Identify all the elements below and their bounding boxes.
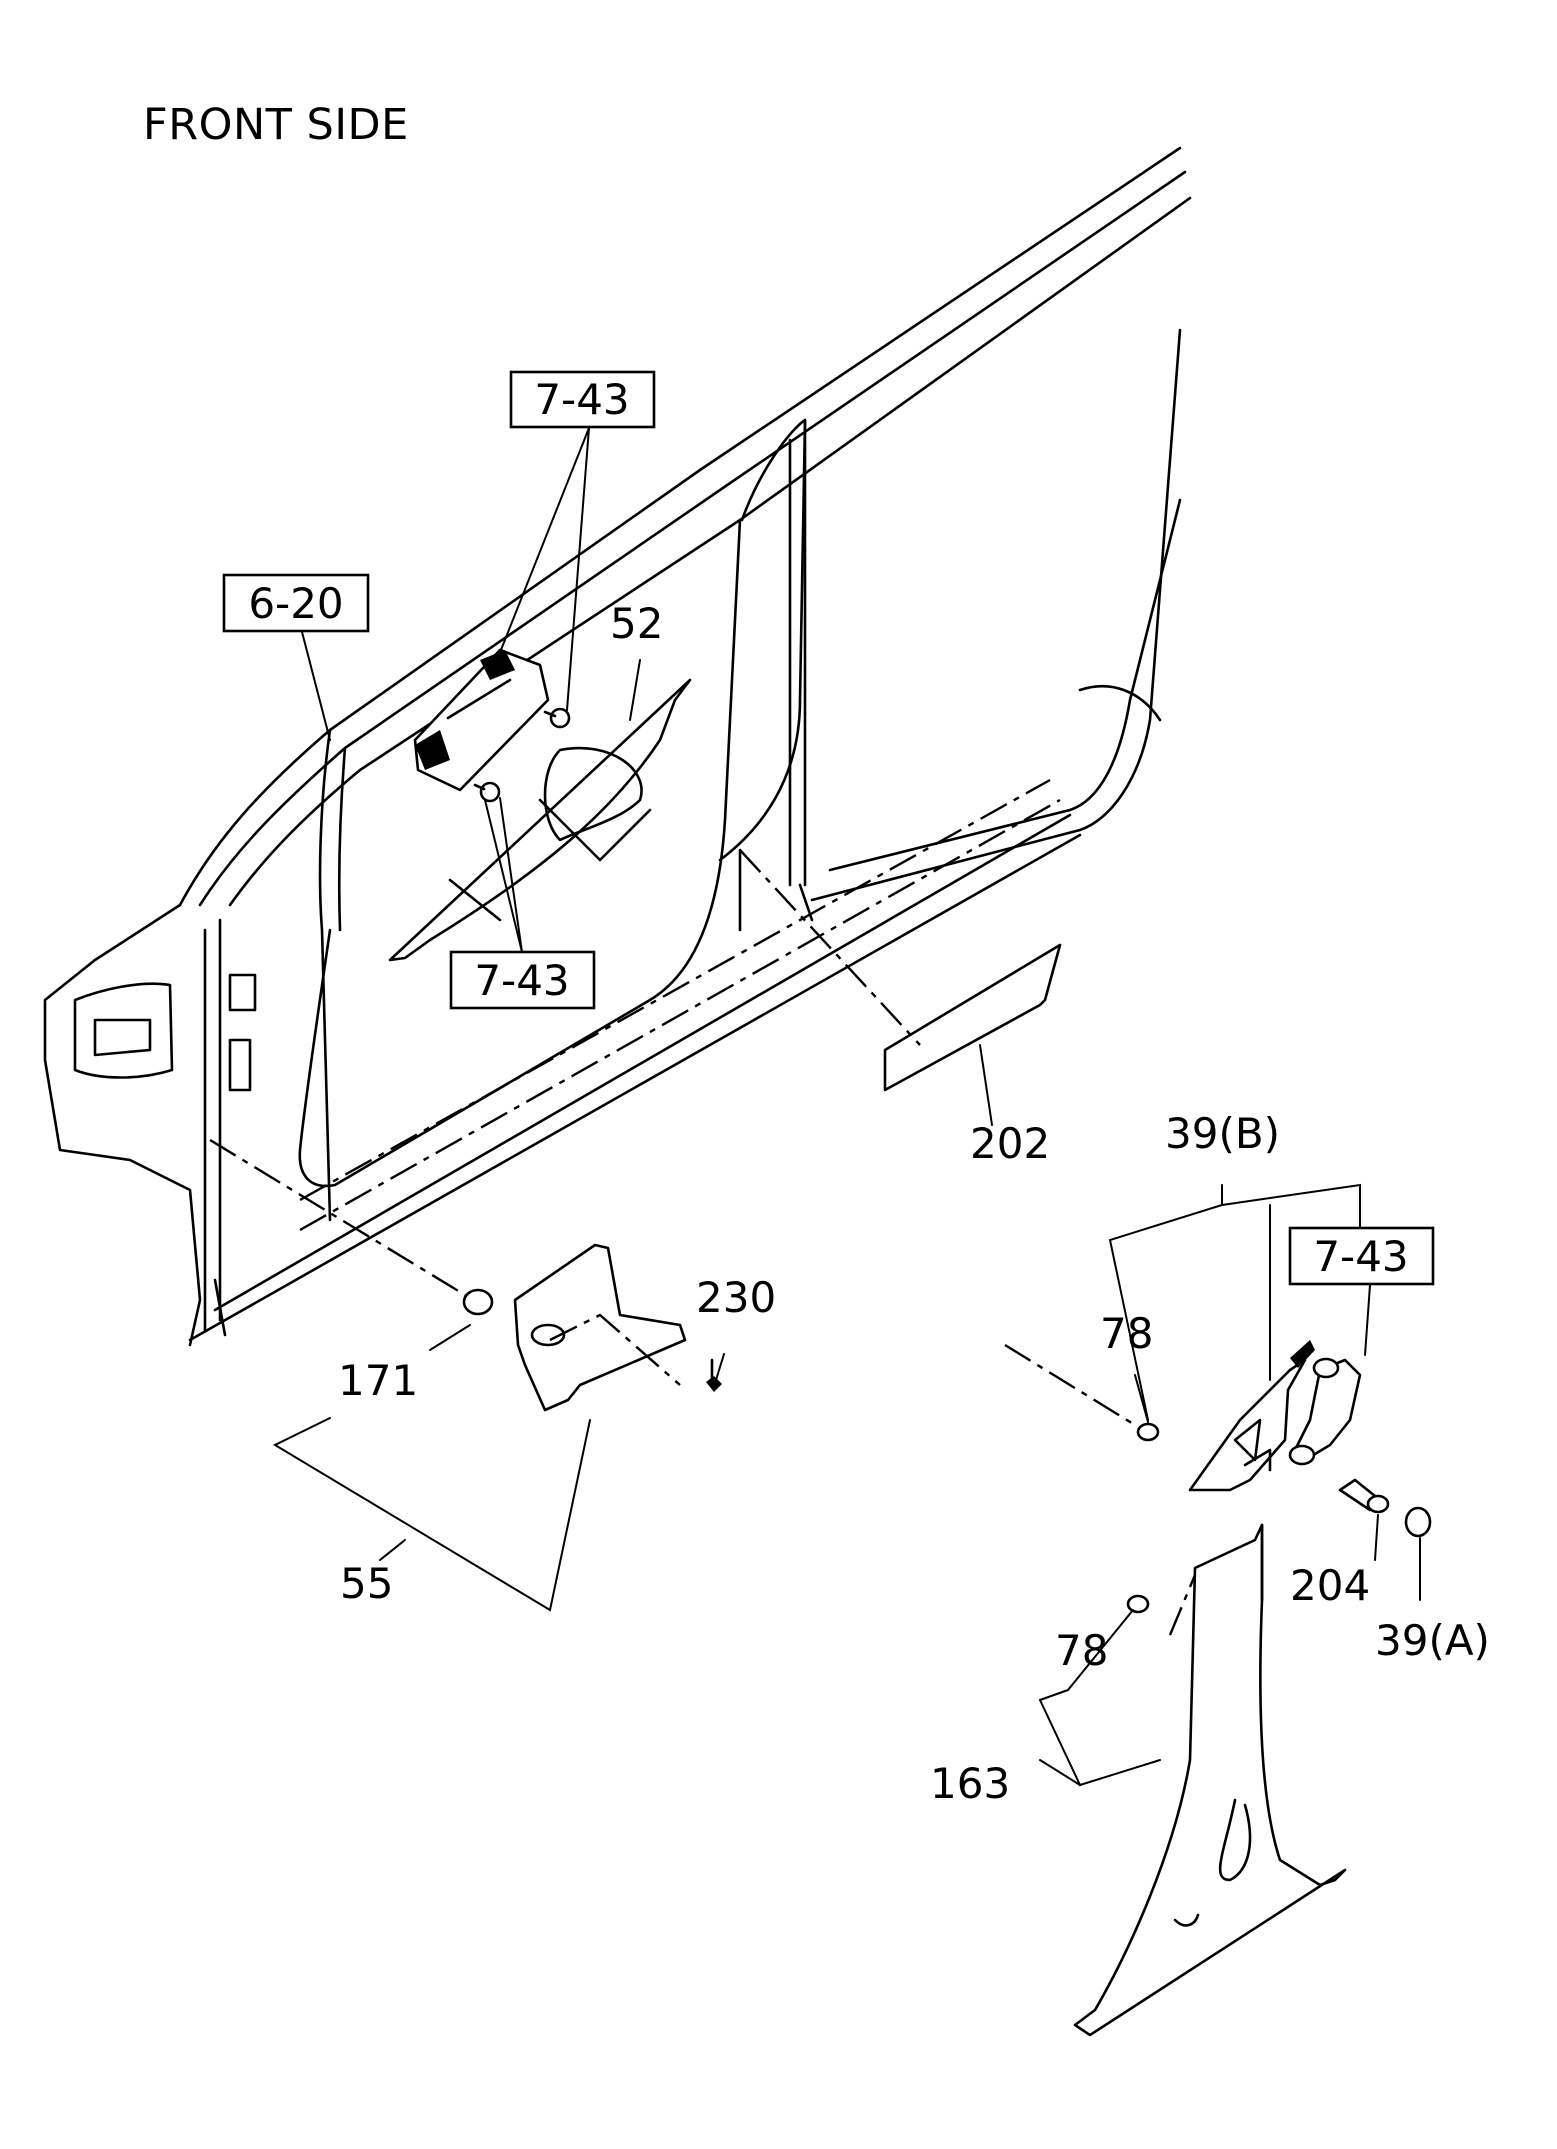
label-230: 230 — [696, 1273, 776, 1322]
label-52: 52 — [610, 599, 663, 648]
assist-grip-right — [1288, 1357, 1432, 1538]
label-78-upper: 78 — [1100, 1309, 1153, 1358]
label-204: 204 — [1290, 1561, 1370, 1610]
label-78-lower: 78 — [1055, 1626, 1108, 1675]
part-55-trim — [209, 1138, 722, 1412]
label-202: 202 — [970, 1119, 1050, 1168]
b-pillar-upper-trim — [1004, 1340, 1315, 1492]
ref-box-6-20: 6-20 — [222, 573, 370, 633]
ref-label-7-43-mid: 7-43 — [474, 956, 569, 1005]
leader-lines — [272, 427, 1421, 1787]
part-52-panel — [388, 678, 692, 962]
ref-box-7-43-mid: 7-43 — [449, 950, 596, 1010]
ref-label-7-43-right: 7-43 — [1313, 1232, 1408, 1281]
part-202-sill — [739, 849, 1062, 1092]
label-163: 163 — [930, 1759, 1010, 1808]
label-55: 55 — [340, 1559, 393, 1608]
label-39b: 39(B) — [1165, 1109, 1280, 1158]
ref-label-6-20: 6-20 — [248, 579, 343, 628]
ref-box-7-43-right: 7-43 — [1288, 1226, 1435, 1286]
label-171: 171 — [338, 1356, 418, 1405]
diagram-title: FRONT SIDE — [143, 100, 409, 150]
part-163-lower-trim — [1073, 1523, 1347, 2037]
ref-box-7-43-top: 7-43 — [509, 370, 656, 429]
label-39a: 39(A) — [1375, 1616, 1490, 1665]
body-frame — [43, 146, 1192, 1347]
ref-label-7-43-top: 7-43 — [534, 375, 629, 424]
